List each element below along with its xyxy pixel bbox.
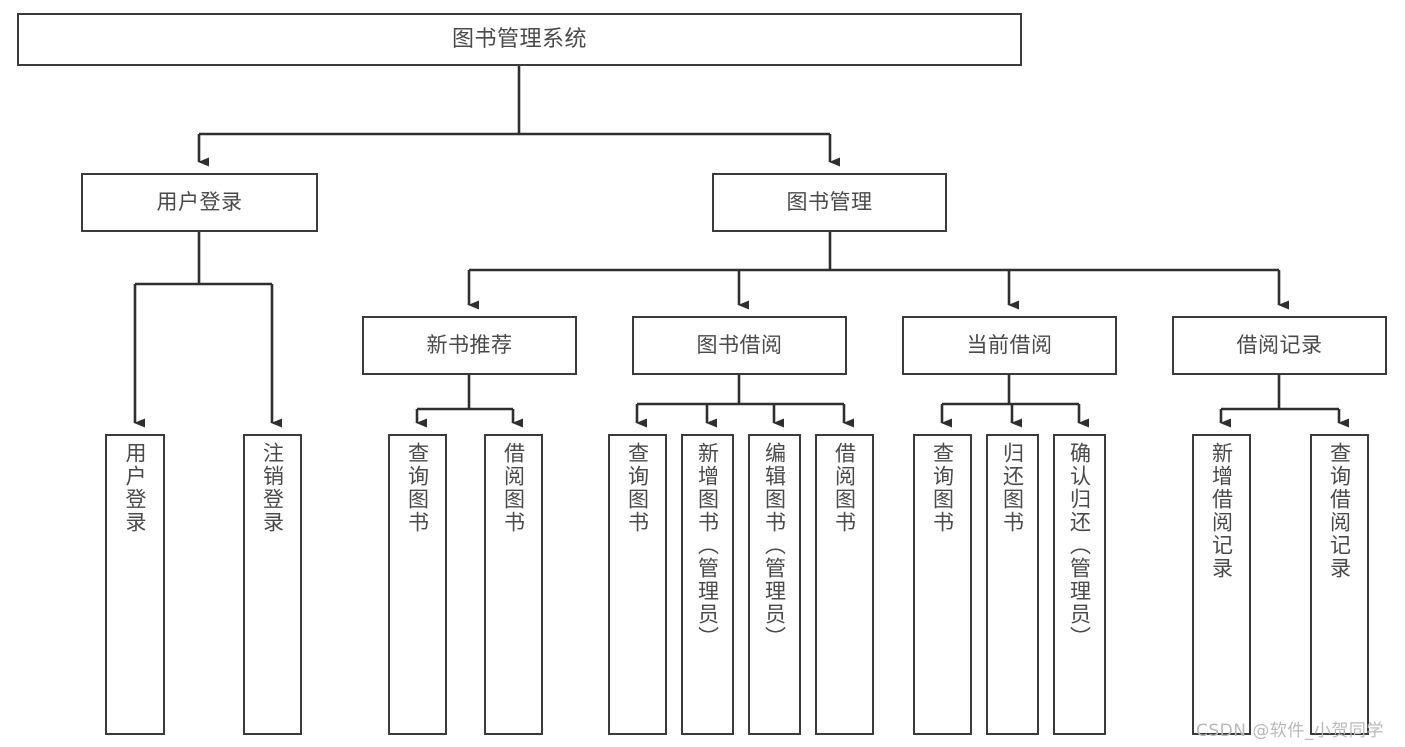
node-current-borrow[interactable]: 当前借阅	[902, 316, 1117, 375]
leaf-query-book-newbook-label: 查询图书	[405, 442, 430, 534]
node-root-label: 图书管理系统	[451, 26, 587, 52]
leaf-user-login[interactable]: 用户登录	[105, 434, 165, 735]
leaf-borrow-book-newbook-label: 借阅图书	[501, 442, 526, 534]
node-new-book-recommend[interactable]: 新书推荐	[362, 316, 577, 375]
leaf-query-borrow-record[interactable]: 查询借阅记录	[1310, 434, 1369, 735]
leaf-confirm-return-admin[interactable]: 确认归还（管理员）	[1053, 434, 1106, 735]
leaf-add-book-admin[interactable]: 新增图书（管理员）	[681, 434, 734, 735]
leaf-edit-book-admin[interactable]: 编辑图书（管理员）	[748, 434, 801, 735]
node-user-login[interactable]: 用户登录	[81, 173, 318, 232]
node-book-management-label: 图书管理	[786, 190, 873, 215]
node-root[interactable]: 图书管理系统	[17, 13, 1022, 66]
leaf-add-borrow-record-label: 新增借阅记录	[1209, 442, 1234, 580]
leaf-query-book-borrow-label: 查询图书	[625, 442, 650, 534]
leaf-query-borrow-record-label: 查询借阅记录	[1327, 442, 1352, 580]
leaf-logout-label: 注销登录	[260, 442, 285, 534]
leaf-borrow-book-newbook[interactable]: 借阅图书	[484, 434, 543, 735]
leaf-return-book[interactable]: 归还图书	[986, 434, 1039, 735]
leaf-borrow-book-label: 借阅图书	[832, 442, 857, 534]
leaf-return-book-label: 归还图书	[1000, 442, 1025, 534]
leaf-query-book-newbook[interactable]: 查询图书	[388, 434, 447, 735]
leaf-add-borrow-record[interactable]: 新增借阅记录	[1192, 434, 1251, 735]
node-new-book-recommend-label: 新书推荐	[426, 333, 513, 358]
leaf-confirm-return-admin-label: 确认归还（管理员）	[1067, 442, 1092, 649]
leaf-edit-book-admin-label: 编辑图书（管理员）	[762, 442, 787, 649]
node-user-login-label: 用户登录	[156, 190, 243, 215]
node-book-management[interactable]: 图书管理	[712, 173, 947, 232]
leaf-logout[interactable]: 注销登录	[243, 434, 302, 735]
leaf-user-login-label: 用户登录	[123, 442, 148, 534]
node-borrow-record-label: 借阅记录	[1236, 333, 1323, 358]
csdn-watermark: CSDN @软件_小贺同学	[1196, 721, 1384, 741]
leaf-query-book-current-label: 查询图书	[930, 442, 955, 534]
leaf-borrow-book[interactable]: 借阅图书	[815, 434, 874, 735]
leaf-add-book-admin-label: 新增图书（管理员）	[695, 442, 720, 649]
node-book-borrow[interactable]: 图书借阅	[632, 316, 847, 375]
leaf-query-book-borrow[interactable]: 查询图书	[608, 434, 667, 735]
leaf-query-book-current[interactable]: 查询图书	[913, 434, 972, 735]
node-book-borrow-label: 图书借阅	[696, 333, 783, 358]
node-current-borrow-label: 当前借阅	[966, 333, 1053, 358]
node-borrow-record[interactable]: 借阅记录	[1172, 316, 1387, 375]
